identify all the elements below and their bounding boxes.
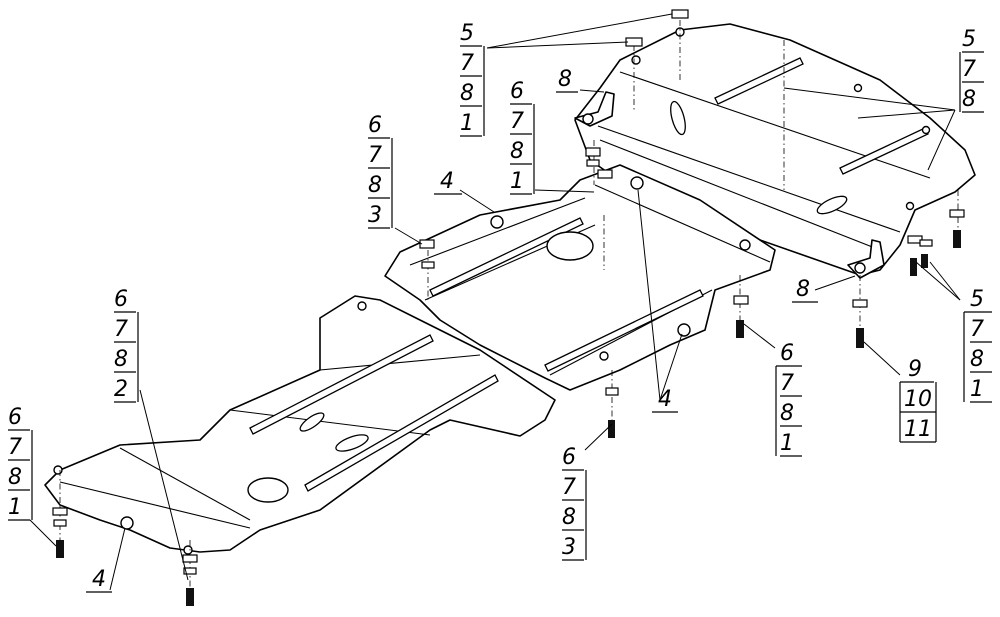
callout-item: 8 [510,139,524,164]
callout-item: 11 [904,417,932,442]
callout-item: 6 [510,79,524,104]
callout-item: 6 [368,113,382,138]
callout-item: 8 [460,81,474,106]
rear-skid-plate [574,23,976,279]
callout-item: 2 [114,377,128,402]
callout-bottom-middle: 6 7 8 3 [562,445,587,561]
callout-item: 1 [8,495,22,520]
callout-right-lower: 5 7 8 1 [963,287,992,403]
callout-item: 6 [114,287,128,312]
callout-item: 7 [510,109,524,134]
callout-top-right: 5 7 8 [959,27,984,113]
callout-item: 8 [962,87,976,112]
callout-item: 8 [562,505,576,530]
callout-left-upper: 6 7 8 3 [368,113,393,229]
callout-top-left-upper: 5 7 8 1 [460,21,485,137]
callout-item: 6 [8,405,22,430]
label-4-bottom: 4 [92,567,106,592]
front-skid-plate [44,295,556,555]
callout-upper-middle: 6 7 8 1 [510,79,535,195]
callout-item: 7 [114,317,128,342]
callout-item: 8 [780,401,794,426]
callout-far-left: 6 7 8 1 [8,405,33,521]
callout-item: 5 [962,27,976,52]
fasteners [52,9,965,606]
leader-lines [29,13,961,591]
callout-item: 1 [460,111,474,136]
callout-item: 3 [562,535,576,560]
callout-item: 7 [562,475,576,500]
callout-item: 9 [908,357,922,382]
callout-item: 8 [368,173,382,198]
single-labels: 8 4 8 4 4 [86,67,818,593]
callout-item: 6 [562,445,576,470]
callout-item: 8 [8,465,22,490]
label-4-top: 4 [440,169,454,194]
callout-item: 8 [970,347,984,372]
callout-item: 7 [368,143,382,168]
callout-bracket-bolt: 9 10 11 [899,357,937,443]
callout-item: 5 [460,21,474,46]
callout-item: 6 [780,341,794,366]
callout-item: 7 [8,435,22,460]
label-4-mid: 4 [658,387,672,412]
callout-item: 10 [904,387,932,412]
callout-item: 5 [970,287,984,312]
callout-item: 7 [780,371,794,396]
middle-skid-plate [384,164,776,391]
callout-item: 3 [368,203,382,228]
callout-item: 1 [510,169,524,194]
label-8-top: 8 [558,67,572,92]
label-8-right: 8 [796,277,810,302]
callout-left-lower-mid: 6 7 8 2 [114,287,139,403]
callout-item: 8 [114,347,128,372]
callout-middle-right: 6 7 8 1 [775,341,802,457]
callout-item: 7 [962,57,976,82]
callout-item: 1 [780,431,794,456]
callout-item: 7 [460,51,474,76]
callout-item: 1 [970,377,984,402]
callout-item: 7 [970,317,984,342]
bolt-icon [52,9,965,606]
